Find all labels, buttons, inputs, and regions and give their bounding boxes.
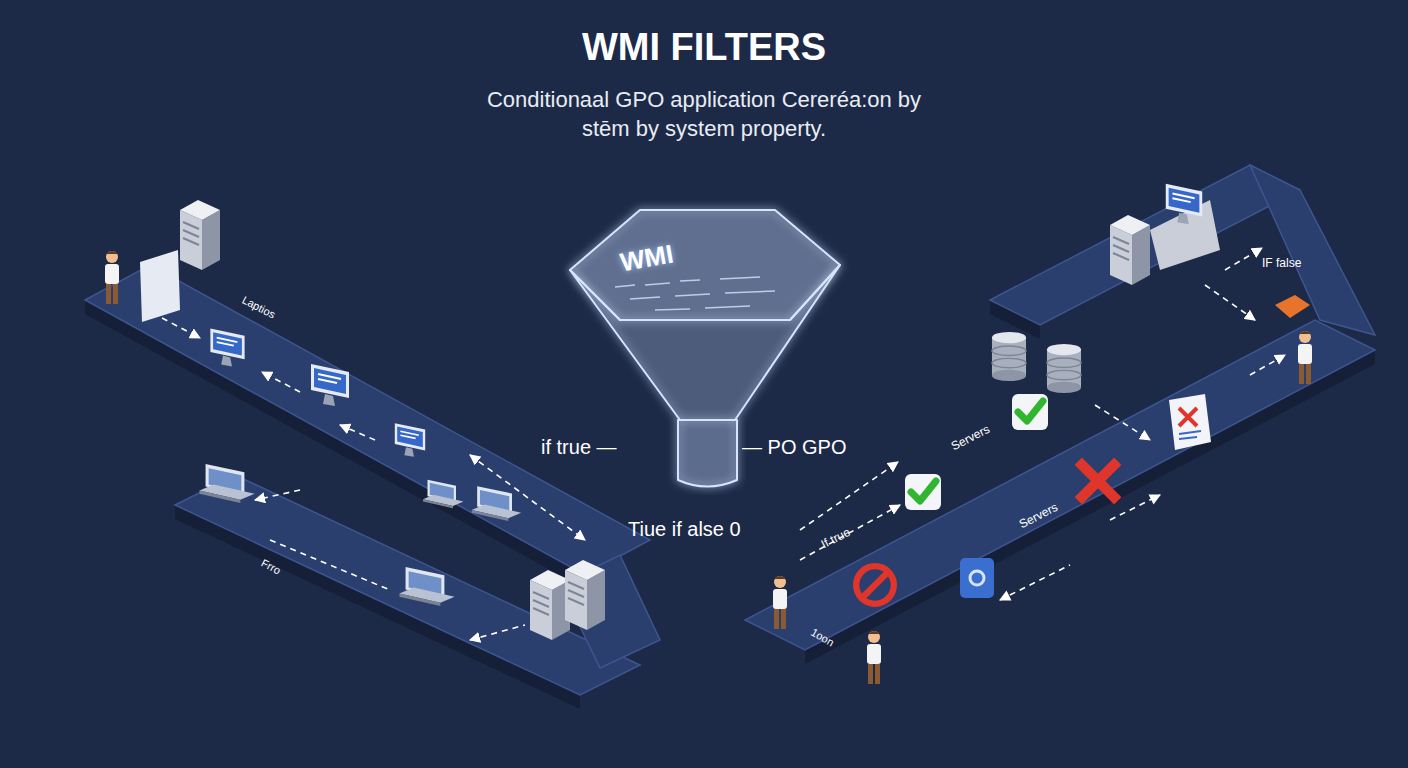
path-label: 1oon bbox=[809, 626, 836, 649]
path-label: IF false bbox=[1262, 256, 1301, 270]
platform-left bbox=[85, 265, 660, 709]
path-label: Frro bbox=[259, 557, 282, 577]
platform-right bbox=[745, 165, 1375, 664]
orange-box bbox=[1275, 295, 1310, 318]
left-devices bbox=[105, 200, 605, 640]
subtitle: Conditionaal GPO application Cereréa:on … bbox=[479, 86, 929, 143]
dashed-arrows bbox=[162, 248, 1285, 640]
branch-label: — PO GPO bbox=[742, 436, 846, 459]
branch-label: if true — bbox=[541, 436, 617, 459]
path-label: Servers bbox=[949, 422, 992, 453]
path-label: Laptios bbox=[240, 294, 277, 321]
lock-device bbox=[960, 558, 994, 598]
path-label: Servers bbox=[1017, 500, 1060, 531]
branch-label: Tiue if alse 0 bbox=[628, 518, 741, 541]
board bbox=[140, 250, 180, 322]
lock-ring bbox=[970, 571, 984, 585]
path-label: If true bbox=[819, 525, 853, 551]
right-devices bbox=[773, 184, 1312, 684]
title: WMI FILTERS bbox=[0, 26, 1408, 69]
